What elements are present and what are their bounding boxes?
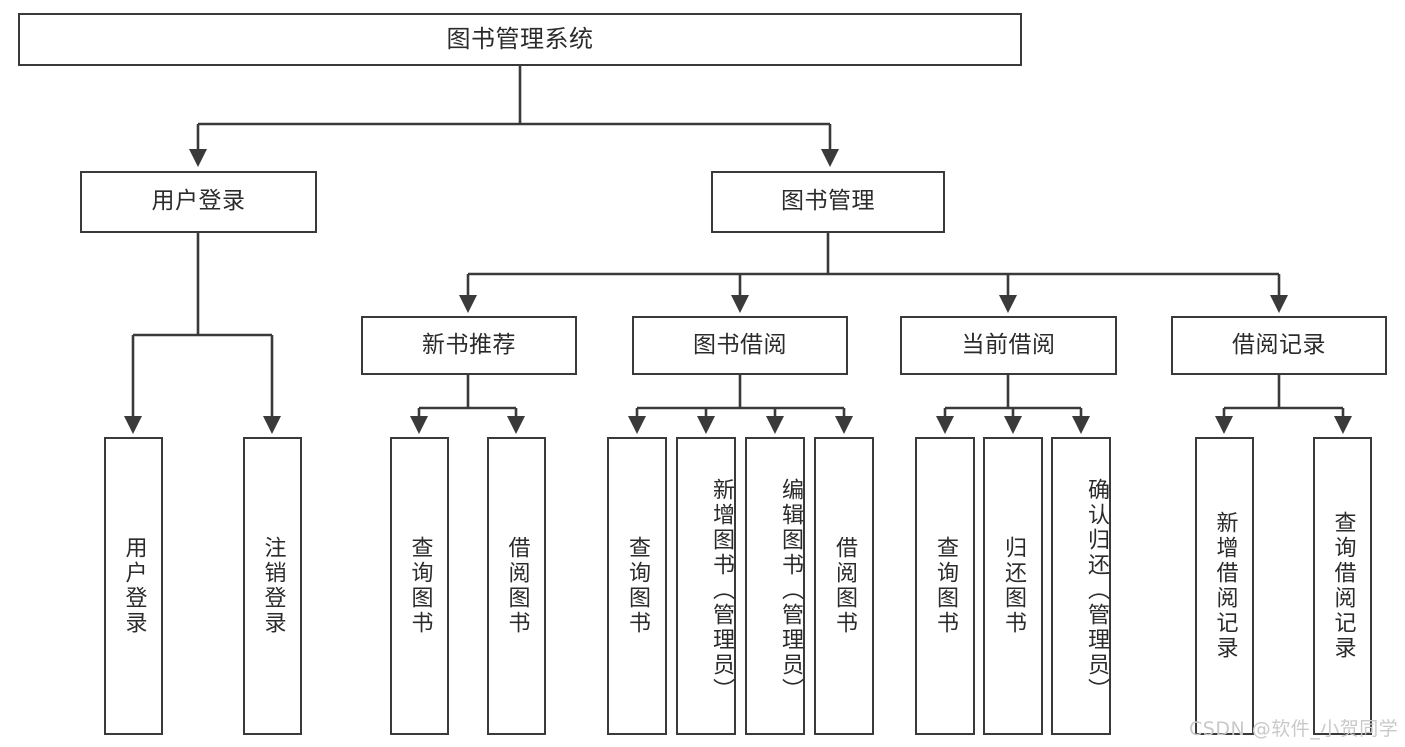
leaf-edit-book-admin[interactable]: 编辑图书（管理员） [745,437,805,735]
node-borrow-record[interactable]: 借阅记录 [1171,316,1387,375]
node-root-system[interactable]: 图书管理系统 [18,13,1022,66]
leaf-borrow-book-recommend[interactable]: 借阅图书 [487,437,546,735]
leaf-return-book[interactable]: 归还图书 [983,437,1043,735]
leaf-query-borrow-record[interactable]: 查询借阅记录 [1313,437,1372,735]
leaf-user-logout[interactable]: 注销登录 [243,437,302,735]
node-book-borrow[interactable]: 图书借阅 [632,316,848,375]
node-book-manage[interactable]: 图书管理 [711,171,945,233]
leaf-add-borrow-record[interactable]: 新增借阅记录 [1195,437,1254,735]
leaf-add-book-admin[interactable]: 新增图书（管理员） [676,437,736,735]
csdn-watermark: CSDN @软件_小贺同学 [1189,718,1399,740]
leaf-query-book-current[interactable]: 查询图书 [915,437,975,735]
node-new-book-recommend[interactable]: 新书推荐 [361,316,577,375]
leaf-query-book-borrow[interactable]: 查询图书 [607,437,667,735]
leaf-user-login[interactable]: 用户登录 [104,437,163,735]
node-user-login[interactable]: 用户登录 [80,171,317,233]
leaf-confirm-return-admin[interactable]: 确认归还（管理员） [1051,437,1111,735]
leaf-borrow-book[interactable]: 借阅图书 [814,437,874,735]
node-current-borrow[interactable]: 当前借阅 [900,316,1117,375]
leaf-query-book-recommend[interactable]: 查询图书 [390,437,449,735]
